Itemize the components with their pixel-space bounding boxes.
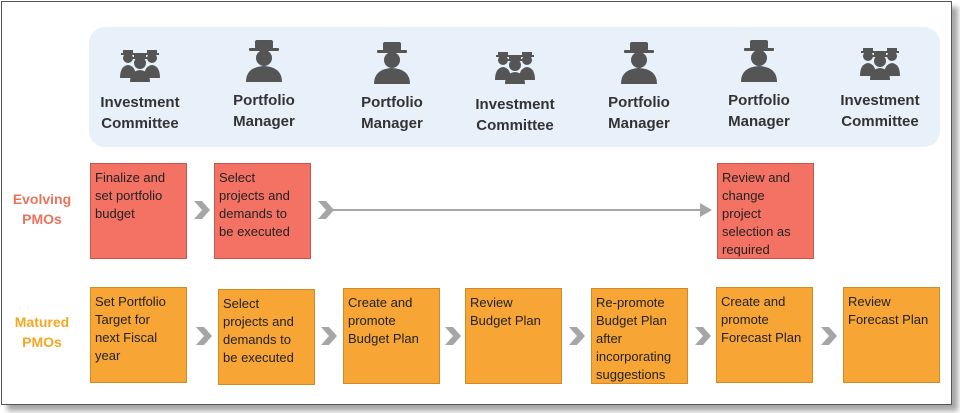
chevron-right-icon	[318, 201, 334, 219]
matured-step-6: Create and promote Forecast Plan	[716, 287, 813, 383]
group-icon	[860, 48, 900, 80]
role-label: Investment Committee	[840, 92, 920, 130]
matured-step-5: Re-promote Budget Plan after incorporati…	[591, 288, 688, 384]
evolving-step-2: Select projects and demands to be execut…	[214, 163, 311, 259]
chevron-right-icon	[569, 327, 585, 345]
matured-step-3: Create and promote Budget Plan	[343, 288, 440, 384]
role-label: Portfolio Manager	[728, 92, 790, 130]
chevron-right-icon	[821, 327, 837, 345]
roles-band	[89, 27, 940, 147]
matured-step-7: Review Forecast Plan	[843, 287, 940, 383]
person-icon	[741, 40, 777, 82]
role-label: Portfolio Manager	[361, 94, 423, 132]
chevron-right-icon	[196, 327, 212, 345]
evolving-step-1: Finalize and set portfolio budget	[90, 163, 187, 259]
connector-arrowhead	[700, 203, 712, 217]
matured-step-2: Select projects and demands to be execut…	[218, 289, 315, 385]
group-icon	[495, 52, 535, 84]
row-label-evolving: Evolving PMOs	[12, 191, 72, 227]
role-label: Investment Committee	[100, 94, 180, 132]
role-label: Portfolio Manager	[233, 92, 295, 130]
role-portfolio-manager-4: Portfolio Manager	[699, 38, 819, 132]
group-icon	[120, 50, 160, 82]
role-portfolio-manager-2: Portfolio Manager	[332, 40, 452, 134]
role-label: Portfolio Manager	[608, 94, 670, 132]
chevron-right-icon	[695, 327, 711, 345]
person-icon	[621, 42, 657, 84]
matured-step-4: Review Budget Plan	[465, 288, 562, 384]
person-icon	[246, 40, 282, 82]
role-investment-committee-3: Investment Committee	[820, 42, 940, 132]
chevron-right-icon	[194, 201, 210, 219]
matured-step-1: Set Portfolio Target for next Fiscal yea…	[90, 287, 187, 383]
person-icon	[374, 42, 410, 84]
row-label-matured: Matured PMOs	[14, 314, 70, 350]
role-portfolio-manager-3: Portfolio Manager	[579, 40, 699, 134]
chevron-right-icon	[321, 327, 337, 345]
evolving-step-3: Review and change project selection as r…	[717, 163, 814, 259]
role-portfolio-manager-1: Portfolio Manager	[204, 38, 324, 132]
chevron-right-icon	[445, 327, 461, 345]
role-investment-committee-2: Investment Committee	[455, 46, 575, 136]
role-label: Investment Committee	[475, 96, 555, 134]
role-investment-committee-1: Investment Committee	[80, 44, 200, 134]
